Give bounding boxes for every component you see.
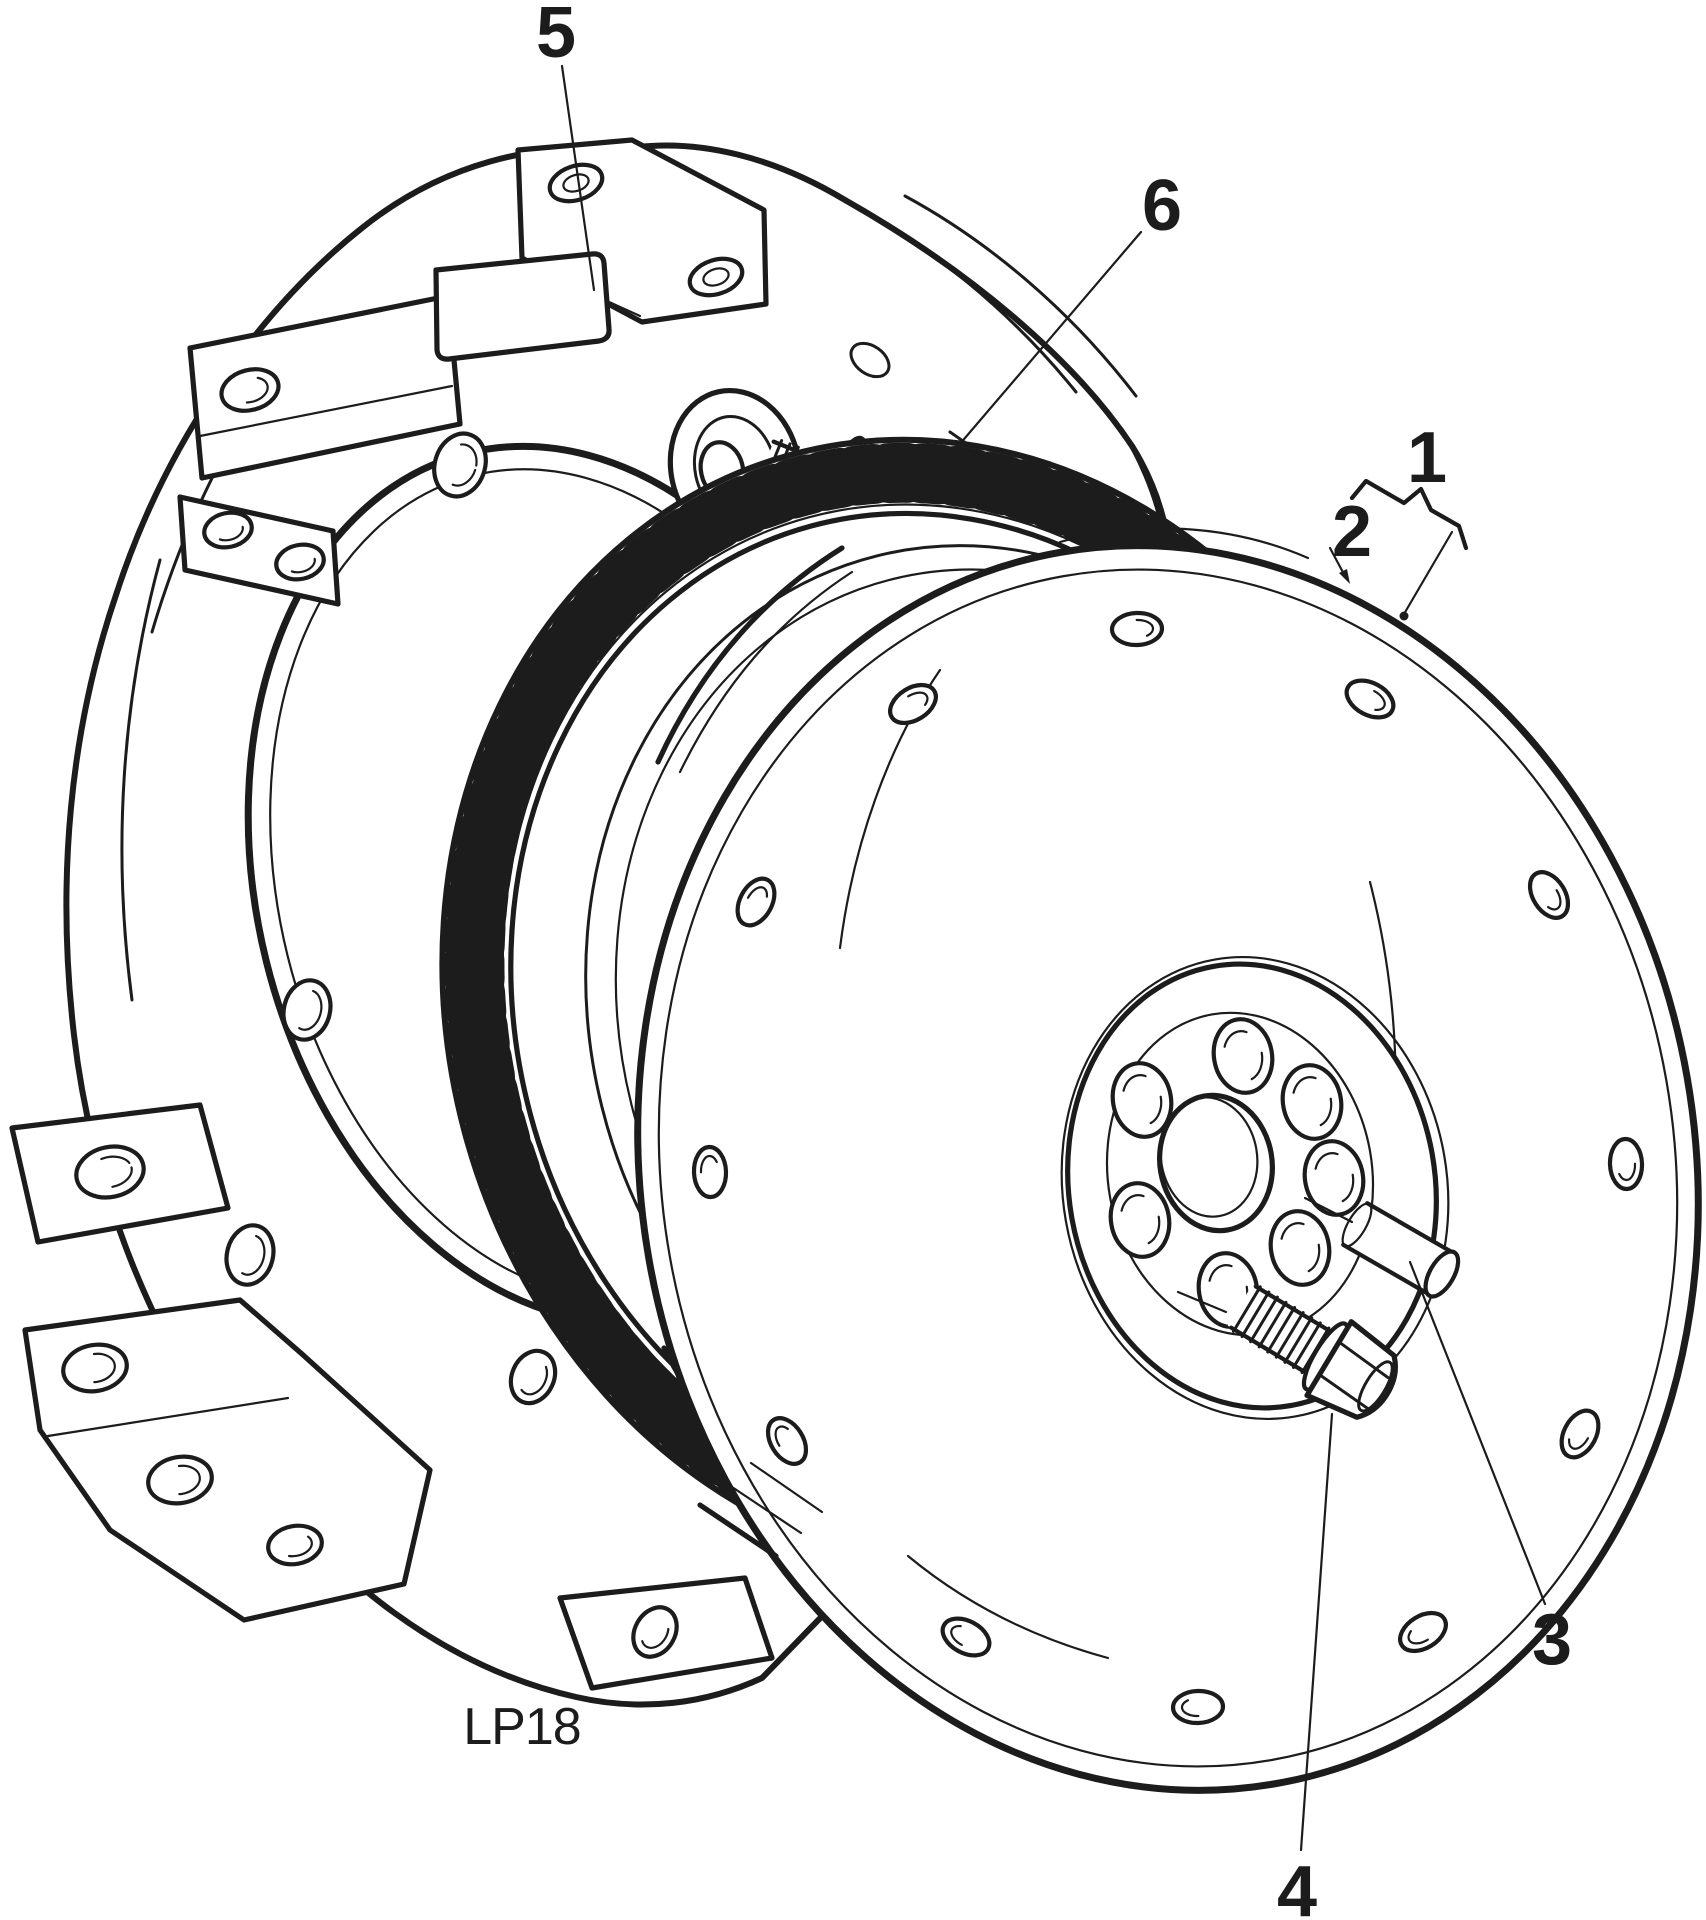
- threaded-hole: [274, 542, 326, 582]
- callout-1-bracket: [1349, 478, 1469, 551]
- callout-4-label: 4: [1277, 1852, 1317, 1920]
- callout-6-leader: [910, 230, 1143, 502]
- rim-hole: [1398, 1610, 1448, 1654]
- dowel-pin: [1341, 1201, 1461, 1299]
- rim-hole: [1170, 1688, 1226, 1726]
- callout-5-label: 5: [536, 0, 576, 73]
- rim-hole: [940, 1616, 992, 1658]
- face-shading: [838, 527, 1397, 1660]
- callout-3-leader: [1408, 1260, 1547, 1606]
- flywheel-inner-rim: [657, 568, 1679, 1768]
- hub-bolt-hole: [1302, 1139, 1366, 1217]
- hub-bolt: [1227, 1284, 1398, 1420]
- callout-6-label: 6: [1142, 166, 1182, 246]
- rim-hole: [765, 1416, 809, 1466]
- rim-hole: [1344, 678, 1396, 720]
- callout-5-leader: [560, 64, 596, 292]
- threaded-hole: [432, 431, 488, 499]
- callouts: 5 6 1 2 3 4 LP18: [463, 0, 1572, 1920]
- rim-hole: [1527, 870, 1571, 920]
- drum-hole: [849, 341, 891, 379]
- threaded-hole: [266, 1523, 324, 1567]
- flywheel: [634, 527, 1702, 1794]
- threaded-hole: [631, 1605, 679, 1659]
- figure-code-label: LP18: [463, 1698, 580, 1756]
- housing-recess: [433, 251, 612, 362]
- threaded-hole: [281, 978, 333, 1042]
- rim-hole: [1607, 1136, 1645, 1192]
- callout-2-arrowhead: [1339, 569, 1350, 584]
- threaded-hole: [202, 510, 254, 550]
- threaded-hole: [74, 1144, 146, 1200]
- hub-bolt-hole: [1280, 1063, 1344, 1141]
- callout-4-leader: [1299, 1412, 1334, 1852]
- rim-hole: [888, 682, 938, 726]
- callout-1-leader: [1402, 530, 1454, 616]
- threaded-hole: [61, 1342, 129, 1394]
- callout-2-label: 2: [1332, 492, 1372, 572]
- mounting-lugs: [9, 137, 775, 1691]
- rim-hole: [691, 1144, 729, 1200]
- hub-bolt-hole: [1211, 1017, 1275, 1095]
- countersunk-hole: [687, 256, 745, 298]
- rim-hole: [735, 876, 777, 928]
- rim-hole: [1559, 1408, 1601, 1460]
- callout-1-dot: [1399, 611, 1409, 621]
- hub-bolt-hole: [1108, 1181, 1172, 1259]
- bolt-guide-line: [1176, 1290, 1228, 1314]
- hub: [1060, 956, 1450, 1420]
- threaded-hole: [219, 367, 281, 413]
- crankshaft-bore: [1157, 1092, 1275, 1234]
- threaded-hole: [508, 1348, 558, 1406]
- rim-hole: [1109, 610, 1165, 648]
- pin-guide-line: [1303, 1196, 1354, 1224]
- callout-3-label: 3: [1532, 1600, 1572, 1680]
- hub-bolt-hole: [1110, 1061, 1174, 1139]
- threaded-hole: [146, 1454, 214, 1506]
- hub-bolt-hole: [1268, 1209, 1332, 1287]
- hex-head: [1304, 1319, 1398, 1420]
- callout-1-label: 1: [1407, 418, 1447, 498]
- threaded-hole: [224, 1223, 276, 1287]
